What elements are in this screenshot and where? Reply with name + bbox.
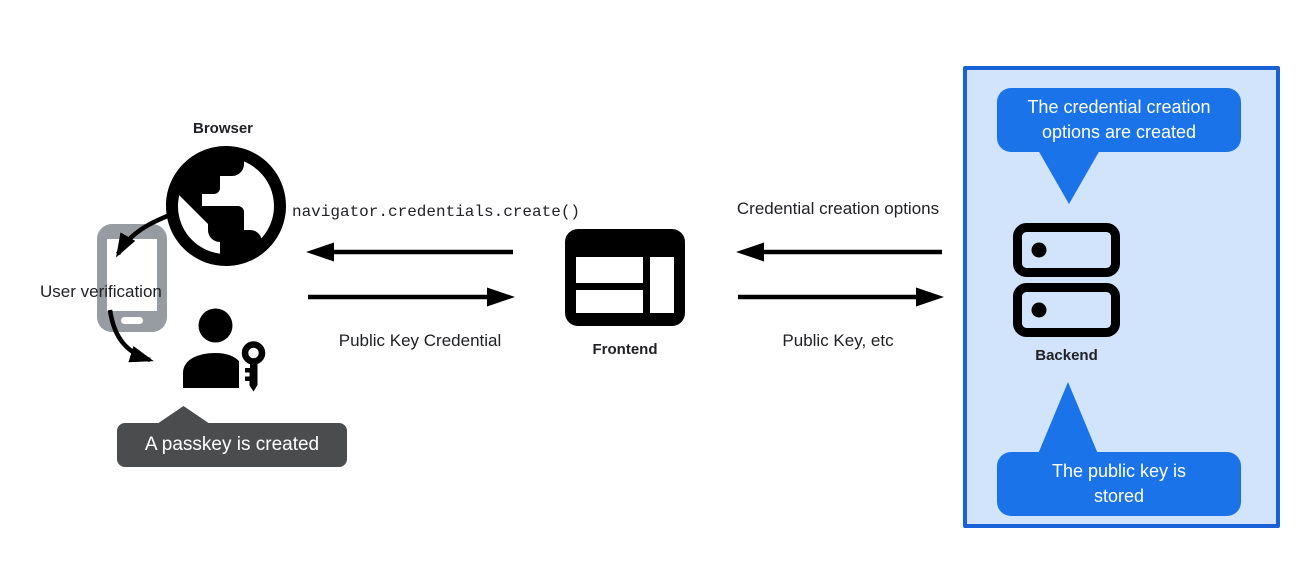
credential-creation-options-label: Credential creation options [736,199,940,218]
backend-panel: The credential creation options are crea… [963,66,1280,528]
passkey-created-text: A passkey is created [144,434,320,455]
tooltip-pointer-down-icon [1038,150,1100,204]
browser-label: Browser [192,120,254,137]
tooltip-pointer-up-icon [157,406,210,424]
arrow-credential-options-left-icon [736,242,942,262]
passkey-created-tooltip: A passkey is created [117,406,347,467]
arrow-create-call-left-icon [306,242,513,262]
backend-label: Backend [1035,347,1098,364]
frontend-label: Frontend [592,341,658,358]
arrow-public-key-credential-right-icon [308,287,515,307]
person-key-icon [183,308,266,392]
public-key-stored-tooltip: The public key is stored [997,452,1241,516]
public-key-credential-label: Public Key Credential [338,331,502,350]
public-key-etc-label: Public Key, etc [782,331,894,350]
user-verification-label: User verification [40,282,162,301]
globe-icon [166,146,286,266]
smartphone-icon [97,224,167,332]
server-stack-icon [1013,223,1120,337]
tooltip-pointer-up-blue-icon [1038,382,1098,454]
create-call-label: navigator.credentials.create() [291,203,581,221]
arrow-public-key-right-icon [738,287,944,307]
browser-window-icon [565,229,685,326]
options-created-tooltip: The credential creation options are crea… [997,88,1241,152]
